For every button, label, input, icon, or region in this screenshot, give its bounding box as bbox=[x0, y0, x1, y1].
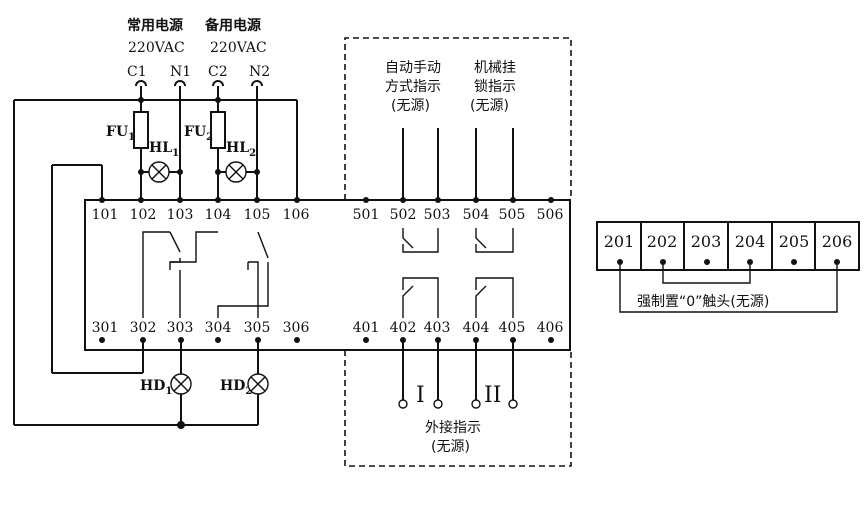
fu1-label: FU1 bbox=[106, 124, 135, 143]
backup-power-label: 备用电源 bbox=[204, 17, 261, 34]
terminal-c2-label: C2 bbox=[208, 64, 228, 80]
terminal-206: 206 bbox=[822, 232, 853, 251]
hd-lamps bbox=[170, 340, 269, 429]
fu2-label: FU2 bbox=[184, 124, 213, 143]
auto-manual-label-line3: (无源) bbox=[391, 98, 430, 114]
power-input-wires bbox=[13, 80, 298, 426]
terminal-302: 302 bbox=[130, 320, 157, 336]
terminal-304: 304 bbox=[205, 320, 232, 336]
hd1-label: HD1 bbox=[140, 378, 172, 397]
terminal-404: 404 bbox=[463, 320, 490, 336]
hd2-label: HD2 bbox=[220, 378, 252, 397]
force-zero-label: 强制置“0”触头(无源) bbox=[637, 294, 769, 310]
roman-two-label: II bbox=[484, 383, 501, 408]
terminal-102: 102 bbox=[130, 207, 157, 223]
internal-indicator-contacts bbox=[402, 228, 514, 318]
terminal-106: 106 bbox=[283, 207, 310, 223]
terminal-503: 503 bbox=[424, 207, 451, 223]
hl2-label: HL2 bbox=[226, 140, 256, 159]
terminal-205: 205 bbox=[779, 232, 810, 251]
terminal-403: 403 bbox=[424, 320, 451, 336]
bottom-terminal-dots bbox=[99, 337, 554, 343]
terminal-n2-label: N2 bbox=[249, 64, 270, 80]
external-label-line2: (无源) bbox=[431, 439, 470, 455]
terminal-402: 402 bbox=[390, 320, 417, 336]
terminal-101: 101 bbox=[92, 207, 119, 223]
roman-one-label: I bbox=[416, 383, 425, 408]
terminal-501: 501 bbox=[353, 207, 380, 223]
auto-manual-label-line2: 方式指示 bbox=[385, 79, 441, 95]
terminal-401: 401 bbox=[353, 320, 380, 336]
terminal-103: 103 bbox=[167, 207, 194, 223]
auto-manual-label-line1: 自动手动 bbox=[385, 60, 441, 76]
passive-indicator-region: 自动手动 方式指示 (无源) 机械挂 锁指示 (无源) I II 外接指示 (无… bbox=[344, 37, 572, 467]
terminal-301: 301 bbox=[92, 320, 119, 336]
internal-relay-contacts bbox=[142, 231, 269, 318]
external-label-line1: 外接指示 bbox=[425, 419, 481, 436]
hl1-label: HL1 bbox=[149, 140, 179, 159]
main-power-label: 常用电源 bbox=[127, 17, 183, 34]
terminal-306: 306 bbox=[283, 320, 310, 336]
terminal-504: 504 bbox=[463, 207, 490, 223]
terminal-305: 305 bbox=[244, 320, 271, 336]
mech-lock-label-line3: (无源) bbox=[470, 98, 509, 114]
terminal-204: 204 bbox=[735, 232, 766, 251]
fuse-fu1-symbol bbox=[133, 111, 149, 149]
terminal-303: 303 bbox=[167, 320, 194, 336]
force-zero-terminal-box: 201 202 203 204 205 206 强制置“0”触头(无源) bbox=[596, 221, 860, 313]
terminal-506: 506 bbox=[537, 207, 564, 223]
component-labels: FU1 FU2 HL1 HL2 HD1 HD2 bbox=[106, 124, 256, 397]
terminal-201: 201 bbox=[604, 232, 635, 251]
terminal-n1-label: N1 bbox=[170, 64, 191, 80]
terminal-502: 502 bbox=[390, 207, 417, 223]
terminal-202: 202 bbox=[647, 232, 678, 251]
terminal-406: 406 bbox=[537, 320, 564, 336]
main-power-voltage: 220VAC bbox=[128, 40, 185, 56]
mech-lock-label-line1: 机械挂 bbox=[474, 60, 516, 76]
terminal-505: 505 bbox=[499, 207, 526, 223]
power-source-labels: 常用电源 备用电源 220VAC 220VAC C1 N1 C2 N2 bbox=[127, 17, 270, 80]
terminal-203: 203 bbox=[691, 232, 722, 251]
backup-power-voltage: 220VAC bbox=[210, 40, 267, 56]
mech-lock-label-line2: 锁指示 bbox=[474, 79, 516, 95]
terminal-105: 105 bbox=[244, 207, 271, 223]
terminal-c1-label: C1 bbox=[127, 64, 147, 80]
terminal-104: 104 bbox=[205, 207, 232, 223]
terminal-405: 405 bbox=[499, 320, 526, 336]
main-terminal-block: 101 102 103 104 105 106 501 502 503 504 … bbox=[84, 197, 571, 351]
